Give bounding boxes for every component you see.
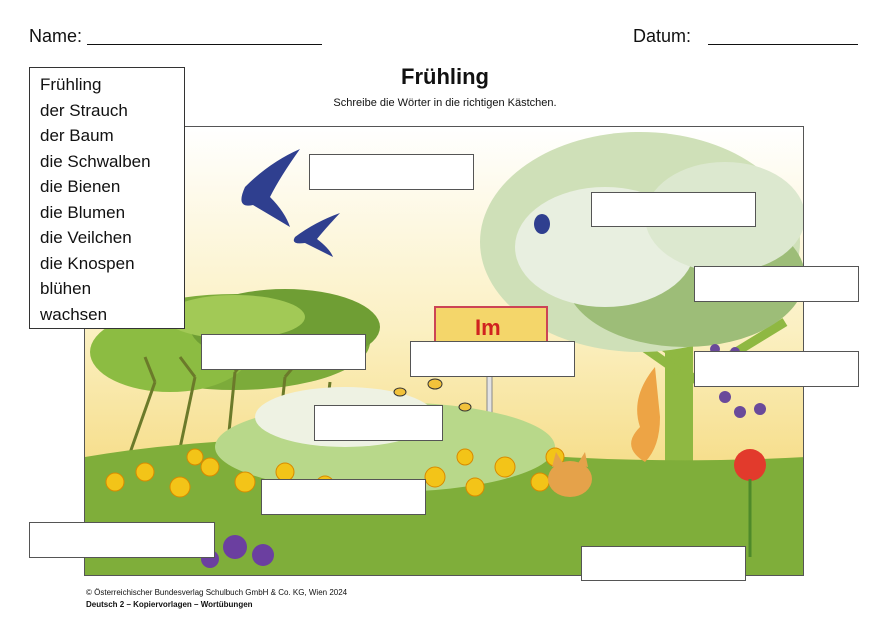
page-title: Frühling [401, 64, 489, 89]
word-bank-item: der Baum [40, 126, 114, 145]
word-bank-item: der Strauch [40, 100, 128, 120]
bees [393, 378, 472, 412]
answer-box[interactable] [314, 405, 443, 441]
word-bank-item: wachsen [40, 304, 108, 324]
answer-box[interactable] [581, 546, 746, 581]
word-bank-item: Frühling [40, 75, 102, 94]
series-text: Deutsch 2 – Kopiervorlagen – Wortübungen [86, 600, 253, 609]
date-line[interactable] [708, 44, 858, 45]
answer-box[interactable] [694, 266, 859, 302]
answer-box[interactable] [410, 341, 575, 377]
word-bank-item: die Veilchen [40, 228, 132, 247]
answer-box[interactable] [309, 154, 474, 190]
swallows [241, 149, 550, 257]
cat [548, 452, 592, 497]
word-bank-item: blühen [40, 279, 92, 298]
answer-box[interactable] [694, 351, 859, 387]
sign: Im [434, 306, 548, 430]
squirrel [631, 367, 660, 462]
word-bank-item: die Knospen [40, 253, 135, 273]
name-label: Name: [29, 26, 83, 46]
name-line[interactable] [87, 44, 322, 45]
answer-box[interactable] [29, 522, 215, 558]
sign-text: Im [475, 315, 501, 340]
word-bank-item: die Schwalben [40, 151, 151, 171]
copyright-text: © Österreichischer Bundesverlag Schulbuc… [86, 588, 348, 597]
answer-box[interactable] [591, 192, 756, 227]
date-label: Datum: [633, 26, 692, 46]
instruction-text: Schreibe die Wörter in die richtigen Käs… [333, 97, 557, 109]
word-bank: Frühling der Strauch der Baum die Schwal… [29, 67, 185, 329]
answer-box[interactable] [201, 334, 366, 370]
answer-box[interactable] [261, 479, 426, 515]
word-bank-item: die Blumen [40, 202, 126, 222]
word-bank-item: die Bienen [40, 177, 121, 196]
